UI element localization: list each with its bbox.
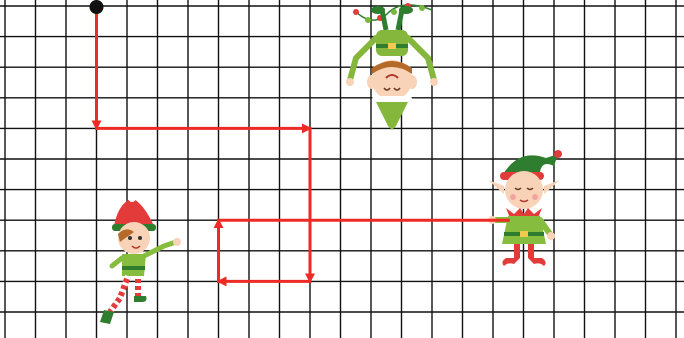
route-path xyxy=(97,6,509,281)
start-dot-icon xyxy=(90,0,104,14)
running-elf-icon xyxy=(100,194,181,324)
standing-elf-icon xyxy=(488,150,562,266)
